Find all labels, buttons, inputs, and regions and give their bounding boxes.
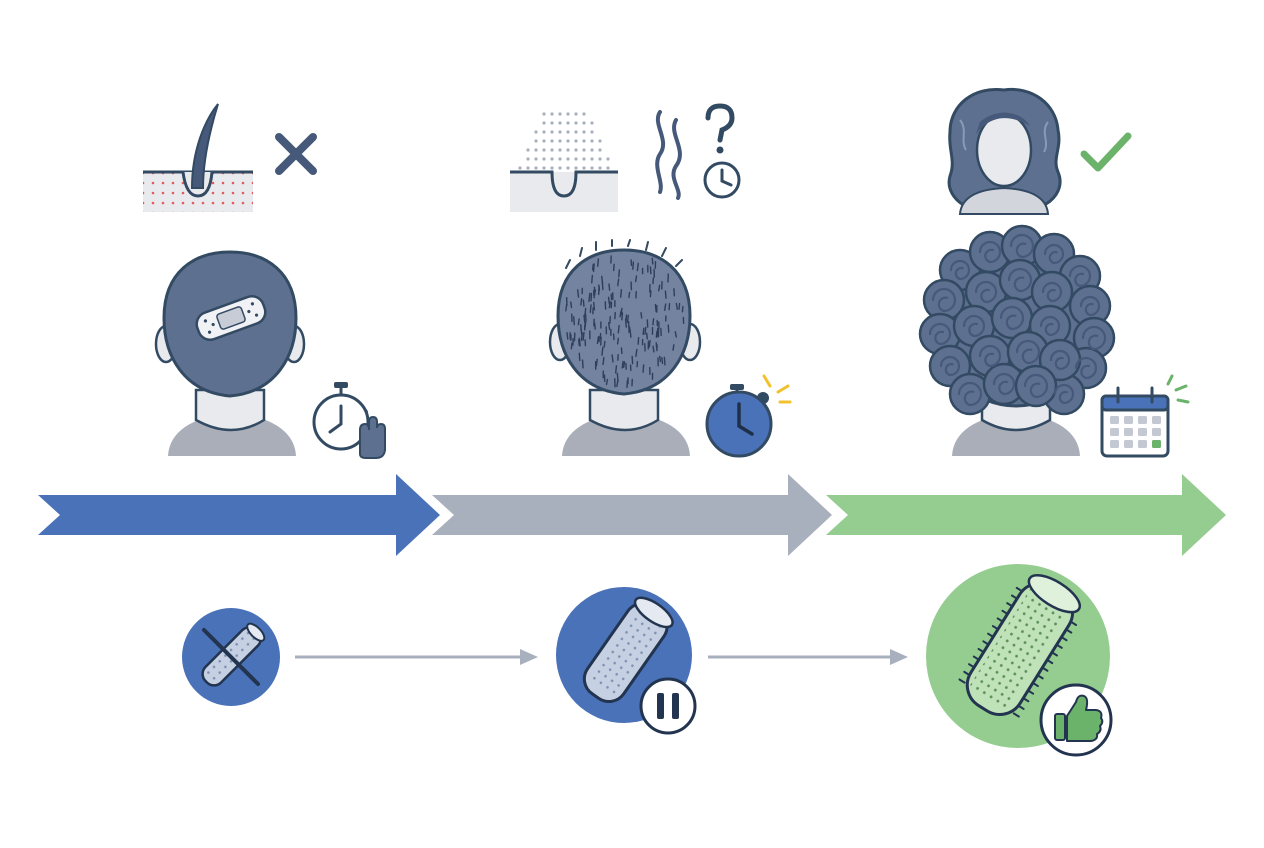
check-mark-icon: [1080, 132, 1132, 172]
connector-arrow-2: [708, 649, 908, 665]
calendar-icon: [1100, 374, 1190, 458]
regrowth-follicles-icon: [510, 112, 618, 212]
pause-icon: [639, 677, 697, 735]
ringing-stopwatch-icon: [705, 374, 792, 458]
short-stubble-head-icon: [548, 239, 702, 456]
timeline-arrow-early: [38, 474, 440, 556]
hair-follicle-scalp-icon: [143, 103, 253, 212]
stopwatch-stop-hand-icon: [312, 382, 386, 459]
curly-hair-head-icon: [918, 224, 1116, 456]
connector-arrow-1: [295, 649, 538, 665]
bandaged-bald-head-icon: [154, 250, 306, 456]
wavy-hair-woman-icon: [947, 87, 1062, 215]
thumbs-up-icon: [1039, 683, 1113, 757]
timeline-arrow-regrowth: [432, 474, 832, 556]
crossed-out-roller-icon: [182, 608, 280, 706]
question-clock-icon: [655, 103, 741, 200]
x-mark-icon: [275, 133, 317, 175]
timeline-arrow-recovered: [826, 474, 1226, 556]
timeline-arrows: [38, 474, 1226, 556]
